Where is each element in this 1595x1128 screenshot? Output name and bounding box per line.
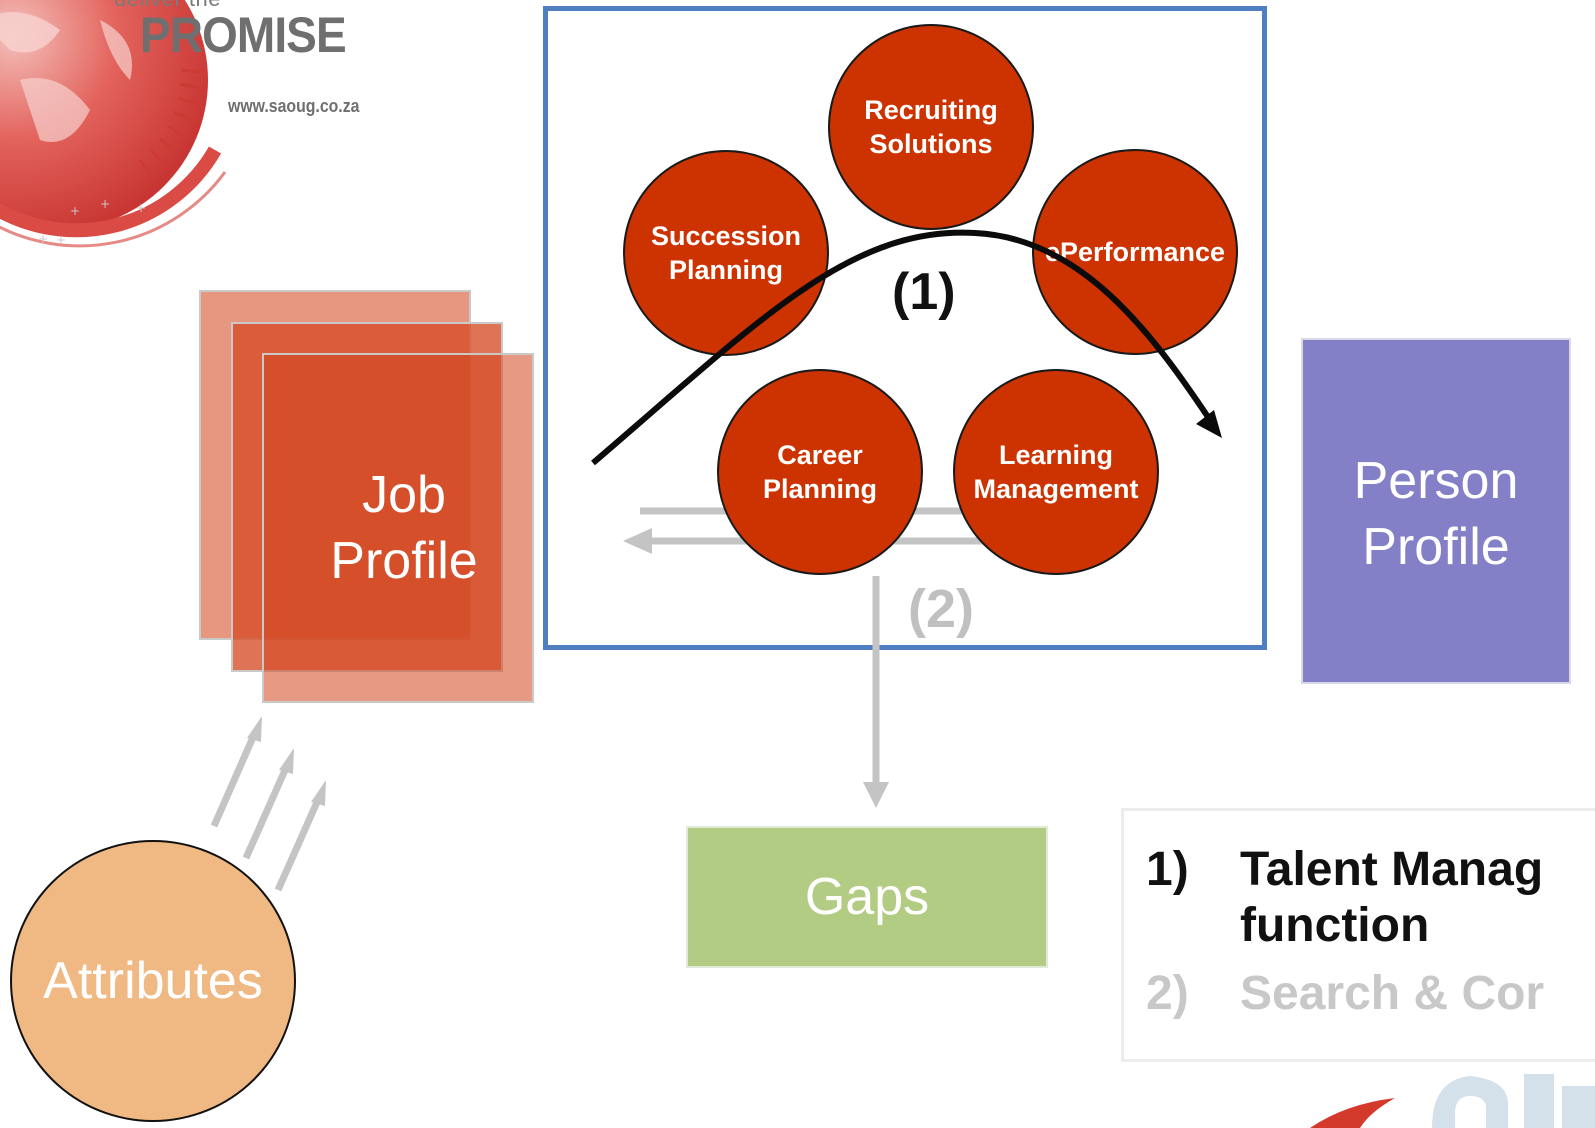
svg-text:+: + [56, 233, 66, 247]
legend-item1-text: Talent Manag function [1240, 842, 1595, 954]
logo-tagline: deliver the [114, 0, 221, 12]
flow-label-1: (1) [892, 263, 956, 321]
svg-text:+: + [136, 201, 146, 215]
legend-box [1121, 808, 1595, 1062]
partial-number-icon [1432, 1076, 1508, 1128]
module-succession-line2: Planning [668, 255, 783, 285]
job-profile-label-line2: Profile [330, 532, 478, 590]
legend-item1-line1: Talent Manag [1240, 843, 1544, 896]
module-recruiting-line2: Solutions [869, 129, 993, 159]
legend-item1-line2: function [1240, 899, 1430, 952]
job-profile-label: Job Profile [262, 462, 546, 594]
module-career-planning: Career Planning [717, 369, 923, 575]
module-career-line2: Planning [763, 474, 877, 504]
legend-item1-number: 1) [1146, 843, 1189, 896]
legend-item2-number: 2) [1146, 967, 1189, 1020]
job-profile-label-line1: Job [362, 466, 446, 524]
person-profile-box [1301, 338, 1571, 684]
flow-label-2: (2) [908, 579, 974, 639]
attribute-arrow-1 [210, 733, 258, 828]
svg-text:+: + [38, 232, 48, 246]
logo-title: PROMISE [140, 7, 347, 63]
logo-url: www.saoug.co.za [228, 96, 360, 116]
module-learning-management: Learning Management [953, 369, 1159, 575]
red-swoosh-icon [1310, 1098, 1395, 1128]
attributes-label: Attributes [43, 952, 263, 1010]
module-recruiting-solutions: Recruiting Solutions [828, 24, 1034, 230]
svg-text:+: + [70, 204, 80, 218]
attribute-arrow-3 [274, 798, 322, 892]
module-learning-line2: Management [973, 474, 1139, 504]
person-profile-label: Person Profile [1301, 448, 1571, 580]
job-profile-sheet-front [262, 353, 534, 703]
module-succession-planning: Succession Planning [623, 150, 829, 356]
attribute-arrow-2 [242, 766, 290, 860]
module-career-line1: Career [777, 440, 863, 470]
talent-management-box [543, 6, 1267, 650]
module-performance-line1: ePerformance [1044, 237, 1226, 267]
down-grey-arrowhead [863, 782, 889, 808]
module-recruiting-line1: Recruiting [864, 95, 998, 125]
gaps-box: Gaps [686, 826, 1048, 968]
module-succession-line1: Succession [650, 221, 802, 251]
gaps-label: Gaps [804, 868, 930, 926]
svg-text:+: + [100, 197, 110, 211]
legend-item2-text: Search & Cor [1240, 967, 1545, 1020]
globe-icon: + + + + + [0, 0, 227, 248]
lower-grey-arrowhead [623, 528, 652, 554]
person-profile-label-line2: Profile [1362, 518, 1510, 576]
person-profile-label-line1: Person [1353, 452, 1519, 510]
attributes-circle: Attributes [10, 840, 296, 1122]
module-learning-line1: Learning [998, 440, 1113, 470]
